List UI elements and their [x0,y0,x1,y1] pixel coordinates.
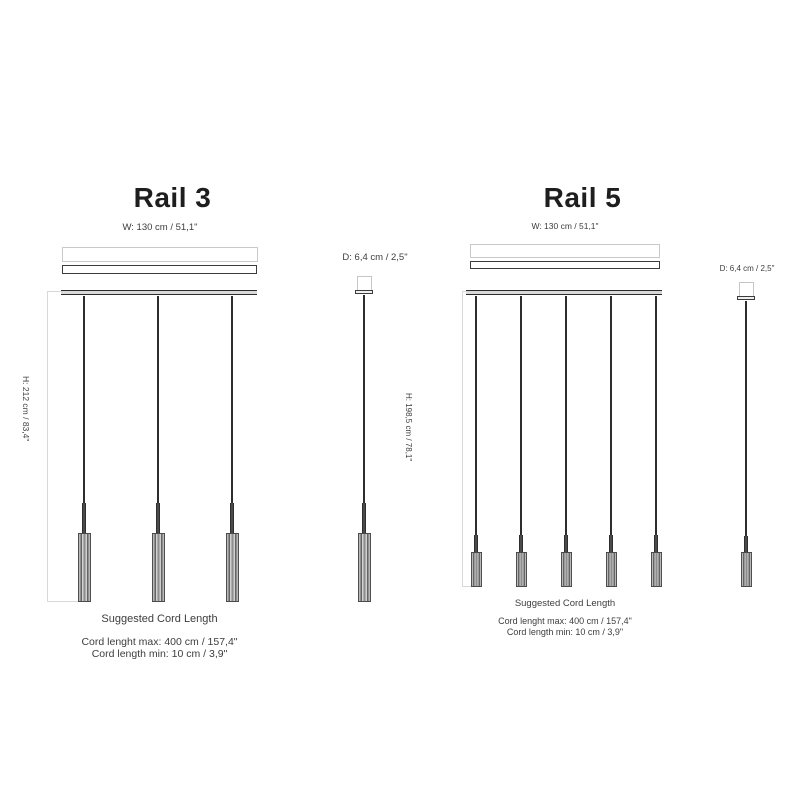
pendant-cylinder-shade [225,533,239,602]
rail5-height-bracket-top [462,291,470,292]
pendant-cord [565,296,567,535]
rail5-track-top-outline [470,244,660,258]
rail5-title: Rail 5 [543,182,622,213]
pendant-cylinder-shade [740,552,752,587]
pendant-cord-connector [362,503,366,533]
rail5-depth-label: D: 6,4 cm / 2,5" [719,264,775,273]
pendant-cord [83,296,85,503]
pendant-cylinder-shade [77,533,91,602]
pendant-cord-connector [744,536,748,552]
rail5-side-canopy-base [737,296,755,300]
pendant-cylinder-shade [650,552,662,587]
rail3-depth-label: D: 6,4 cm / 2,5" [342,252,408,263]
rail5-height-bracket-vertical [462,292,463,587]
rail3-width-label: W: 130 cm / 51,1" [122,222,198,233]
pendant-cord-connector [474,535,478,552]
rail3-title: Rail 3 [133,182,212,213]
rail3-side-canopy-base [355,290,373,294]
pendant-cord [475,296,477,535]
rail5-width-label: W: 130 cm / 51,1" [531,221,599,231]
pendant-cylinder-shade [560,552,572,587]
rail5-cord-note-title: Suggested Cord Length [514,598,616,609]
rail5-height-bracket-bottom [462,586,472,587]
pendant-cord [231,296,233,503]
rail3-side-canopy [357,276,372,291]
pendant-cord-connector [519,535,523,552]
rail5-side-canopy [739,282,754,297]
pendant-cylinder-shade [515,552,527,587]
rail5-ceiling-rail [466,290,662,295]
rail3-cord-note-line2: Cord length min: 10 cm / 3,9" [91,648,228,660]
pendant-cord-connector [156,503,160,533]
pendant-cord-connector [654,535,658,552]
pendant-cylinder-shade [357,533,371,602]
pendant-cord-connector [564,535,568,552]
pendant-cord [610,296,612,535]
rail3-cord-note-line1: Cord lenght max: 400 cm / 157,4" [81,636,238,648]
pendant-cord [157,296,159,503]
rail3-ceiling-rail [61,290,257,295]
rail3-height-bracket-bottom [47,601,78,602]
pendant-cylinder-shade [470,552,482,587]
pendant-cord [745,301,747,536]
rail3-height-bracket-top [47,291,62,292]
rail5-cord-note-line2: Cord length min: 10 cm / 3,9" [506,627,624,637]
pendant-cord [363,295,365,503]
pendant-cylinder-shade [151,533,165,602]
rail3-rail-front-view [62,265,257,274]
pendant-cord-connector [230,503,234,533]
rail3-cord-note-title: Suggested Cord Length [101,613,218,625]
pendant-cord-connector [82,503,86,533]
rail3-height-label: H: 212 cm / 83,4" [21,376,31,442]
rail5-cord-note-line1: Cord lenght max: 400 cm / 157,4" [498,616,632,626]
pendant-cord-connector [609,535,613,552]
pendant-cylinder-shade [605,552,617,587]
pendant-cord [520,296,522,535]
pendant-cord [655,296,657,535]
rail5-rail-front-view [470,261,660,269]
rail3-side-height-label: H: 198,5 cm / 78,1" [404,393,413,462]
rail3-track-top-outline [62,247,258,262]
rail3-height-bracket-vertical [47,291,48,602]
